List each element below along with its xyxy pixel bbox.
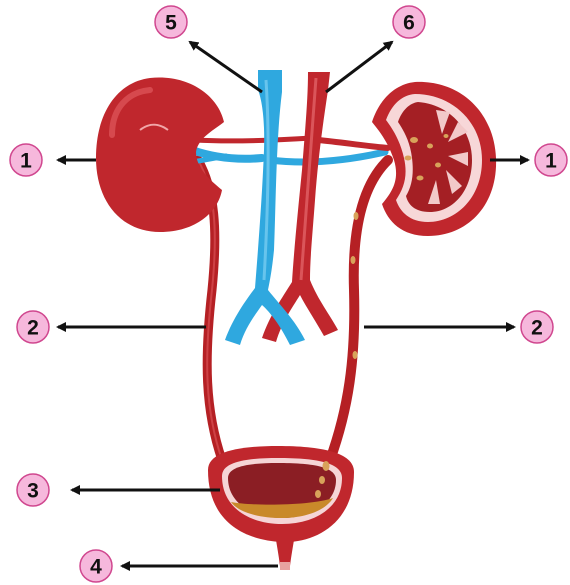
label-kidney-right: 1 — [535, 144, 567, 176]
label-ureter-right: 2 — [521, 311, 553, 343]
urinary-bladder — [208, 446, 354, 542]
label-ureter-left: 2 — [17, 311, 49, 343]
svg-text:2: 2 — [27, 317, 39, 340]
svg-text:4: 4 — [90, 556, 102, 579]
arrow-vena-cava — [190, 42, 262, 92]
label-bladder: 3 — [17, 474, 49, 506]
right-ureter — [330, 160, 388, 460]
left-renal-artery — [195, 138, 312, 141]
svg-text:1: 1 — [545, 150, 557, 173]
svg-text:3: 3 — [27, 480, 39, 503]
svg-text:5: 5 — [165, 12, 177, 35]
label-kidney-left: 1 — [10, 144, 42, 176]
right-renal-vein — [270, 152, 385, 162]
label-aorta: 6 — [393, 6, 425, 38]
svg-text:6: 6 — [403, 12, 415, 35]
right-renal-artery — [318, 140, 388, 148]
label-vena-cava: 5 — [155, 6, 187, 38]
label-urethra: 4 — [80, 550, 112, 582]
arrow-aorta — [326, 42, 392, 92]
svg-text:2: 2 — [531, 317, 543, 340]
svg-text:1: 1 — [20, 150, 32, 173]
